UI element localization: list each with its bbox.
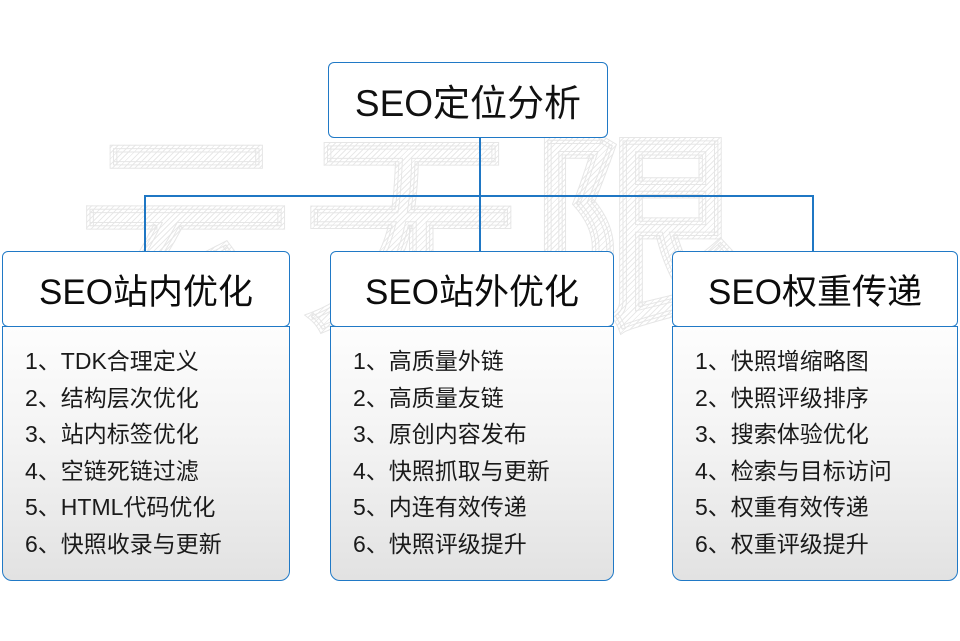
list-item: 3、原创内容发布 bbox=[353, 421, 527, 447]
root-node[interactable]: SEO定位分析 bbox=[328, 62, 608, 138]
list-item: 3、站内标签优化 bbox=[25, 421, 199, 447]
connector-drop-middle bbox=[479, 195, 481, 251]
branch-column-2: SEO站外优化 1、高质量外链 2、高质量友链 3、原创内容发布 4、快照抓取与… bbox=[330, 251, 614, 581]
branch-body-1: 1、TDK合理定义 2、结构层次优化 3、站内标签优化 4、空链死链过滤 5、H… bbox=[2, 326, 290, 581]
list-item: 6、快照收录与更新 bbox=[25, 530, 222, 557]
branch-body-2: 1、高质量外链 2、高质量友链 3、原创内容发布 4、快照抓取与更新 5、内连有… bbox=[330, 326, 614, 581]
branch-list-2: 1、高质量外链 2、高质量友链 3、原创内容发布 4、快照抓取与更新 5、内连有… bbox=[331, 343, 613, 562]
branch-header-label-3: SEO权重传递 bbox=[708, 272, 922, 312]
branch-body-3: 1、快照增缩略图 2、快照评级排序 3、搜索体验优化 4、检索与目标访问 5、权… bbox=[672, 326, 958, 581]
list-item: 5、HTML代码优化 bbox=[25, 494, 216, 520]
branch-column-3: SEO权重传递 1、快照增缩略图 2、快照评级排序 3、搜索体验优化 4、检索与… bbox=[672, 251, 958, 581]
list-item: 1、快照增缩略图 bbox=[695, 348, 869, 374]
list-item: 1、高质量外链 bbox=[353, 348, 504, 374]
connector-trunk-vertical bbox=[479, 137, 481, 196]
branch-list-1: 1、TDK合理定义 2、结构层次优化 3、站内标签优化 4、空链死链过滤 5、H… bbox=[3, 343, 289, 562]
list-item: 2、高质量友链 bbox=[353, 384, 504, 411]
list-item: 4、检索与目标访问 bbox=[695, 457, 892, 484]
list-item: 2、结构层次优化 bbox=[25, 384, 199, 411]
list-item: 5、权重有效传递 bbox=[695, 494, 869, 520]
branch-header-label-1: SEO站内优化 bbox=[39, 272, 253, 312]
list-item: 2、快照评级排序 bbox=[695, 384, 869, 411]
list-item: 6、快照评级提升 bbox=[353, 530, 527, 557]
branch-list-3: 1、快照增缩略图 2、快照评级排序 3、搜索体验优化 4、检索与目标访问 5、权… bbox=[673, 343, 957, 562]
branch-header-label-2: SEO站外优化 bbox=[365, 272, 579, 312]
list-item: 4、空链死链过滤 bbox=[25, 457, 199, 484]
branch-header-1[interactable]: SEO站内优化 bbox=[2, 251, 290, 327]
list-item: 5、内连有效传递 bbox=[353, 494, 527, 520]
branch-header-2[interactable]: SEO站外优化 bbox=[330, 251, 614, 327]
list-item: 4、快照抓取与更新 bbox=[353, 457, 550, 484]
connector-drop-left bbox=[144, 195, 146, 251]
connector-drop-right bbox=[812, 195, 814, 251]
branch-header-3[interactable]: SEO权重传递 bbox=[672, 251, 958, 327]
list-item: 3、搜索体验优化 bbox=[695, 421, 869, 447]
list-item: 1、TDK合理定义 bbox=[25, 348, 199, 374]
list-item: 6、权重评级提升 bbox=[695, 530, 869, 557]
branch-column-1: SEO站内优化 1、TDK合理定义 2、结构层次优化 3、站内标签优化 4、空链… bbox=[2, 251, 290, 581]
root-node-label: SEO定位分析 bbox=[354, 83, 582, 124]
